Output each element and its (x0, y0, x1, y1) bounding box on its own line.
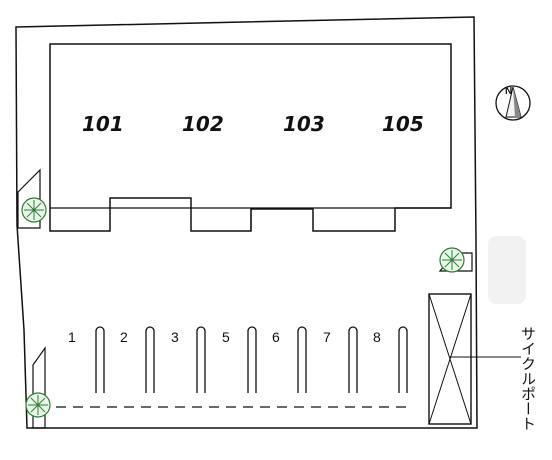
parking-divider (95, 326, 105, 393)
unit-label-101: 101 (82, 112, 124, 136)
parking-dividers (95, 326, 408, 393)
compass-letter: N (505, 86, 512, 97)
cycle-port-label: サイクルポート (519, 326, 537, 431)
unit-label-103: 103 (283, 112, 325, 136)
parking-divider (145, 326, 155, 393)
building-outline (49, 43, 452, 232)
parking-space-5: 5 (222, 329, 230, 345)
parking-divider (196, 326, 206, 393)
cycle-port-cross (428, 293, 472, 425)
site-boundary (15, 16, 478, 429)
parking-divider (348, 326, 358, 393)
compass-north-icon: N (495, 85, 531, 121)
tree-icon (25, 392, 51, 418)
parking-divider (297, 326, 307, 393)
adjacent-structure (488, 236, 526, 304)
trees (21, 197, 465, 418)
parking-space-3: 3 (171, 329, 179, 345)
parking-space-7: 7 (323, 329, 331, 345)
gate-marker-upper (17, 168, 41, 229)
unit-label-105: 105 (382, 112, 424, 136)
parking-space-8: 8 (373, 329, 381, 345)
parking-space-2: 2 (120, 329, 128, 345)
tree-icon (439, 247, 465, 273)
parking-divider (398, 326, 408, 393)
parking-divider (247, 326, 257, 393)
tree-icon (21, 197, 47, 223)
parking-space-6: 6 (272, 329, 280, 345)
cycle-port (428, 293, 472, 425)
parking-space-1: 1 (68, 329, 76, 345)
unit-label-102: 102 (182, 112, 224, 136)
